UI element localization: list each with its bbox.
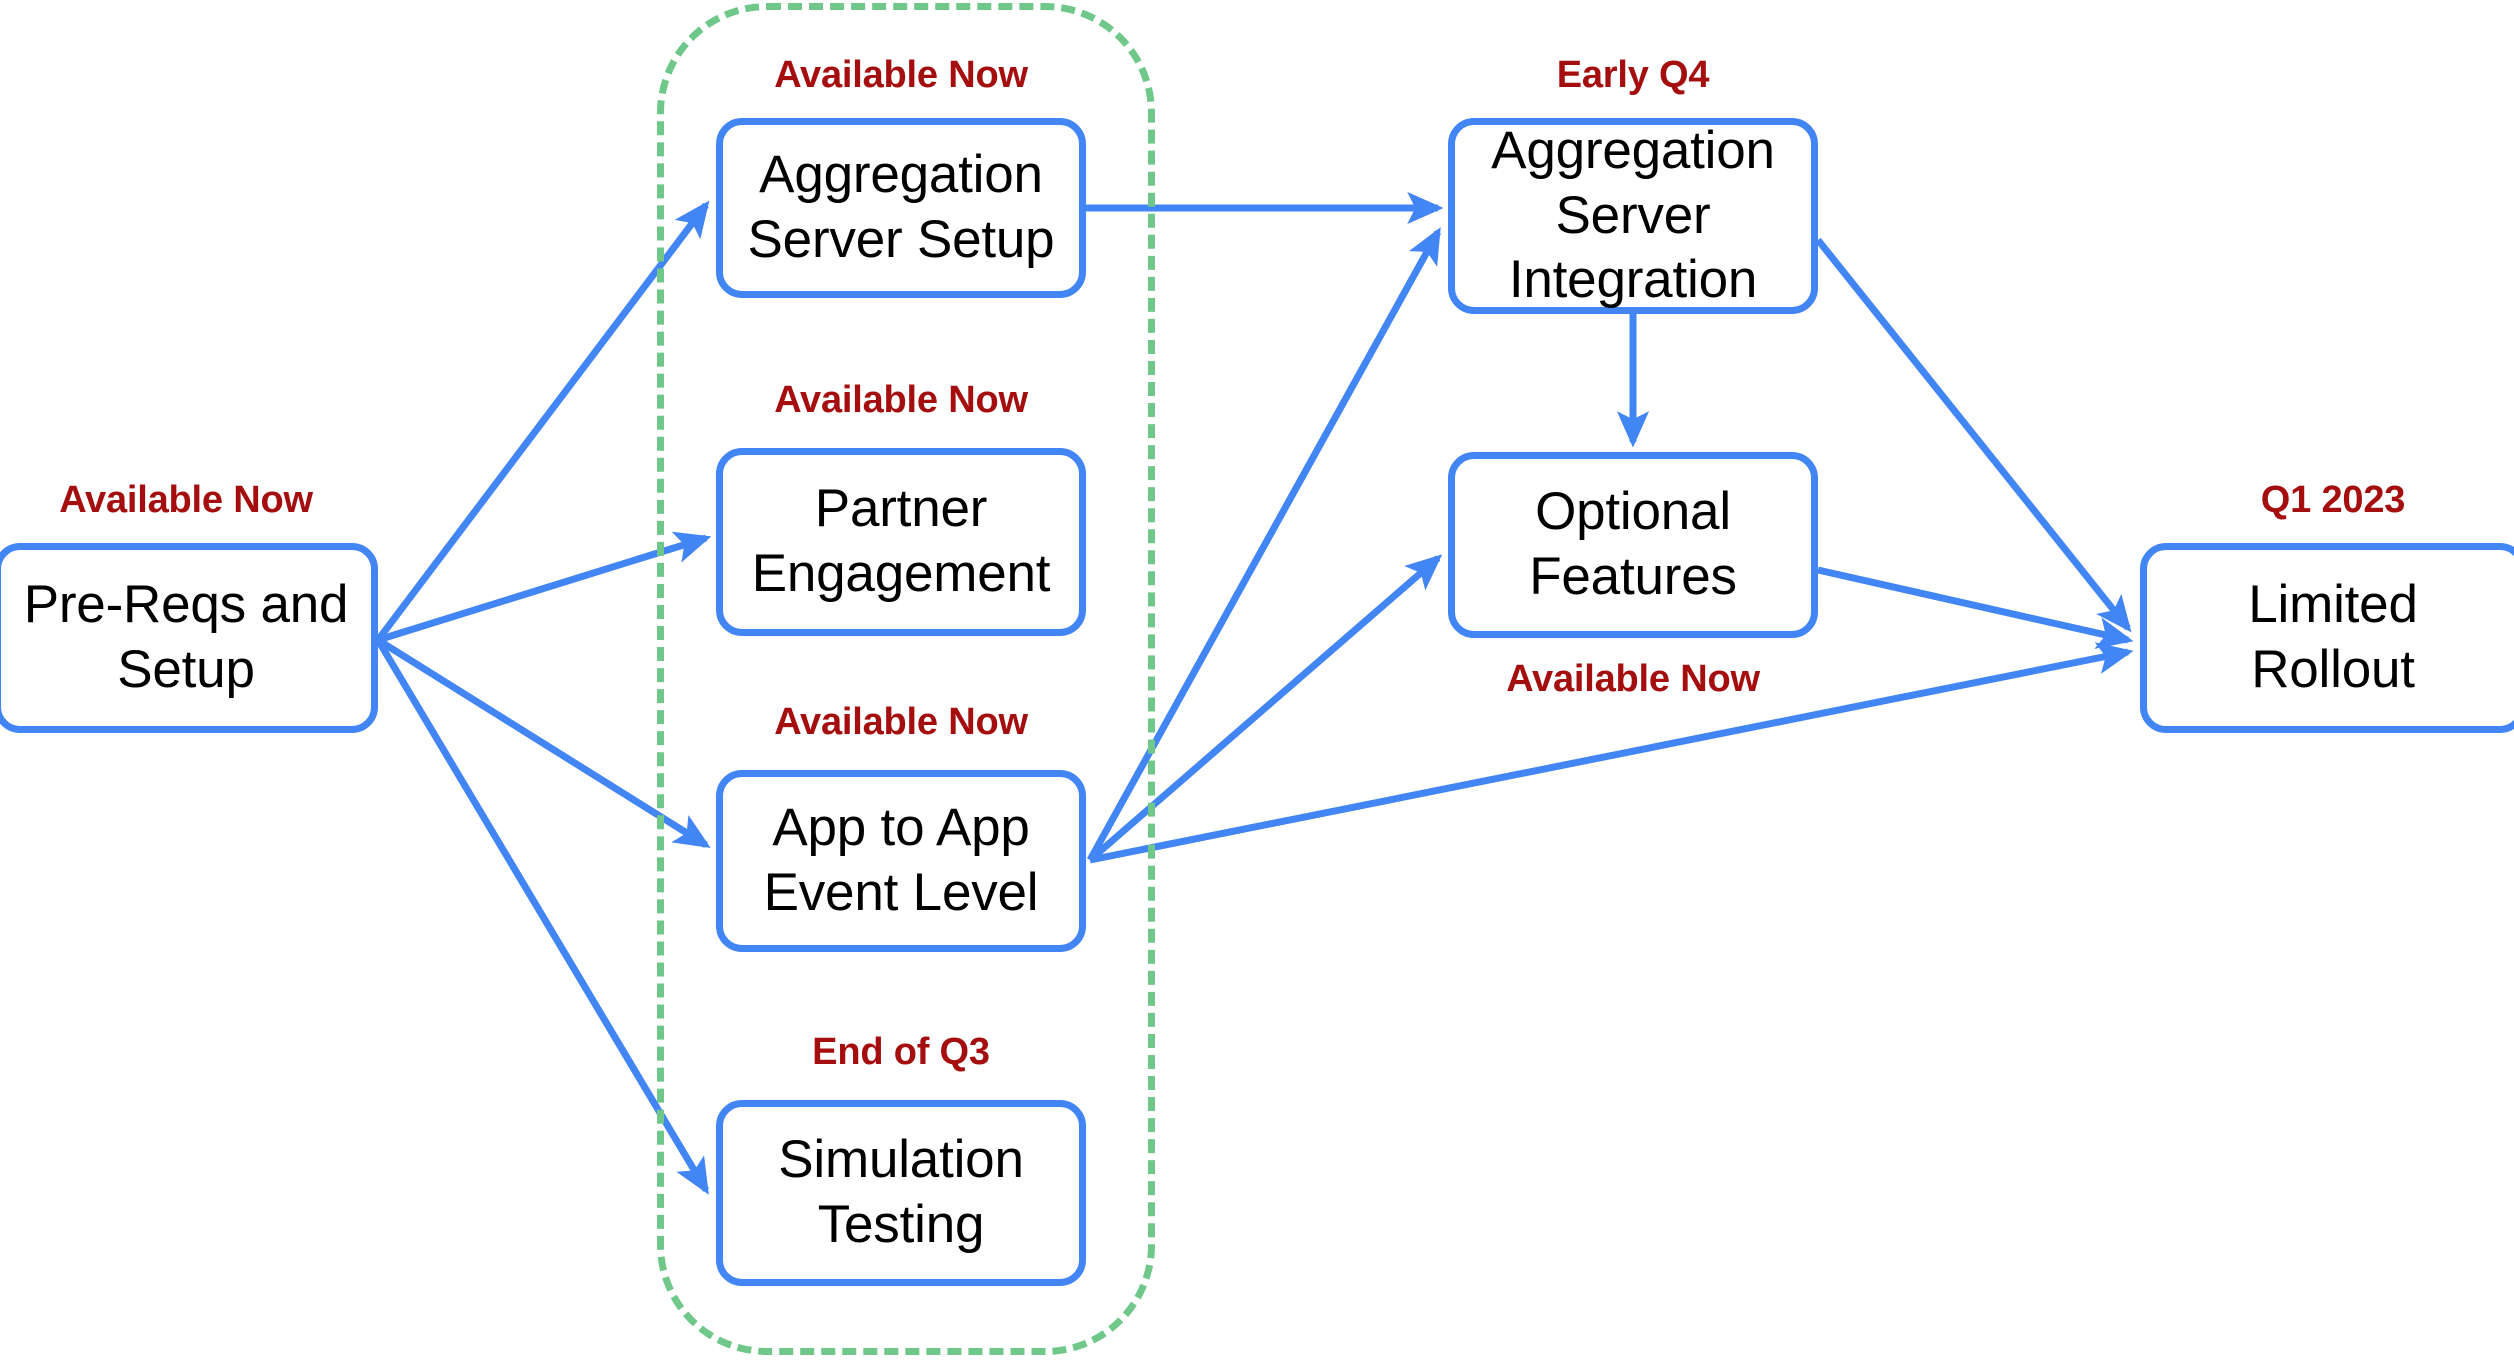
available-now-group-container: [657, 3, 1155, 1355]
node-aggregation-server-integration[interactable]: Aggregation Server Integration: [1448, 118, 1818, 314]
milestone-label-aggregation-server-integration: Early Q4: [1556, 54, 1710, 96]
node-partner-engagement[interactable]: Partner Engagement: [716, 448, 1086, 636]
edge-integration-to-limited-rollout: [1815, 237, 2132, 633]
node-partner-engagement-label: Partner Engagement: [751, 479, 1051, 603]
node-limited-rollout-label: Limited Rollout: [2248, 575, 2418, 699]
milestone-label-optional-features: Available Now: [1506, 658, 1760, 700]
node-pre-reqs-and-setup-label: Pre-Reqs and Setup: [23, 575, 349, 699]
node-optional-features-label: Optional Features: [1529, 482, 1737, 606]
milestone-label-app-to-app-event-level: Available Now: [774, 701, 1028, 743]
node-simulation-testing-label: Simulation Testing: [778, 1130, 1024, 1254]
milestone-label-partner-engagement: Available Now: [774, 379, 1028, 421]
milestone-label-pre-reqs: Available Now: [59, 479, 313, 521]
node-aggregation-server-integration-label: Aggregation Server Integration: [1491, 121, 1775, 310]
node-aggregation-server-setup[interactable]: Aggregation Server Setup: [716, 118, 1086, 298]
node-limited-rollout[interactable]: Limited Rollout: [2140, 543, 2514, 733]
node-simulation-testing[interactable]: Simulation Testing: [716, 1100, 1086, 1286]
milestone-label-limited-rollout: Q1 2023: [2260, 479, 2406, 521]
node-optional-features[interactable]: Optional Features: [1448, 452, 1818, 638]
edge-optional-features-to-limited-rollout: [1817, 566, 2134, 649]
milestone-label-aggregation-server-setup: Available Now: [774, 54, 1028, 96]
node-pre-reqs-and-setup[interactable]: Pre-Reqs and Setup: [0, 543, 378, 733]
node-app-to-app-event-level-label: App to App Event Level: [763, 798, 1039, 922]
node-aggregation-server-setup-label: Aggregation Server Setup: [747, 145, 1055, 269]
node-app-to-app-event-level[interactable]: App to App Event Level: [716, 770, 1086, 952]
milestone-label-simulation-testing: End of Q3: [812, 1031, 990, 1073]
